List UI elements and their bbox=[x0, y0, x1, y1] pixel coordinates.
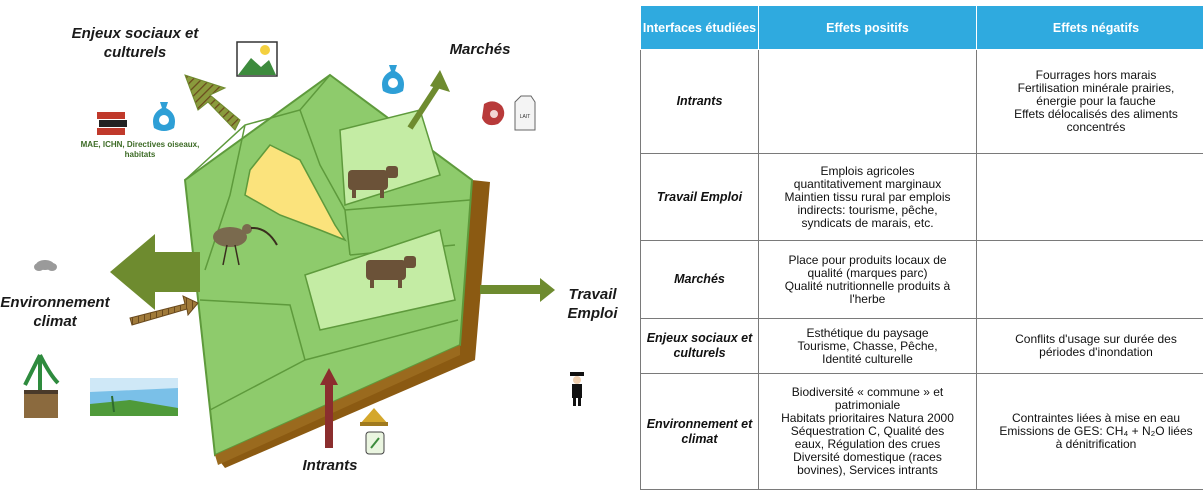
meat-icon bbox=[482, 101, 505, 126]
seed-bag-icon bbox=[365, 431, 385, 455]
effect-line: bovines), Services intrants bbox=[797, 463, 938, 477]
effect-line: Tourisme, Chasse, Pêche, bbox=[797, 338, 938, 353]
books-icon bbox=[97, 112, 127, 135]
cow-icon bbox=[348, 166, 398, 198]
effect-line: syndicats de marais, etc. bbox=[801, 215, 934, 230]
row-interface: Travail Emploi bbox=[640, 153, 759, 241]
effect-line: Effets délocalisés des aliments bbox=[1014, 107, 1178, 121]
arrow-from-environnement bbox=[129, 295, 199, 326]
row-interface: Environnement et climat bbox=[640, 373, 759, 490]
landscape-icon bbox=[236, 41, 278, 77]
effect-line: Emissions de GES: CH₄ + N₂O liées bbox=[999, 424, 1193, 438]
effect-line: Fertilisation minérale prairies, bbox=[1017, 81, 1175, 95]
soil-plant-icon bbox=[23, 354, 60, 418]
pentagon-side bbox=[215, 180, 490, 468]
header-positive: Effets positifs bbox=[758, 5, 977, 50]
diagram-canvas: LAIT bbox=[23, 41, 584, 468]
arrow-intrants bbox=[320, 368, 338, 448]
cell-negative-effects bbox=[976, 240, 1203, 319]
row-interface: Intrants bbox=[640, 49, 759, 154]
cloud-icon bbox=[34, 260, 57, 271]
policy-note: MAE, ICHN, Directives oiseaux, habitats bbox=[80, 140, 200, 159]
effect-line: Esthétique du paysage bbox=[806, 325, 929, 340]
effect-line: Maintien tissu rural par emplois bbox=[784, 189, 951, 204]
effect-line: Diversité domestique (races bbox=[793, 450, 942, 464]
cell-negative-effects bbox=[976, 153, 1203, 241]
effect-line: l'herbe bbox=[849, 291, 886, 306]
label-enjeux: Enjeux sociaux et culturels bbox=[71, 25, 199, 61]
effect-line: Qualité nutritionnelle produits à bbox=[784, 278, 951, 293]
effect-line: Biodiversité « commune » et bbox=[791, 385, 944, 399]
effect-line: énergie pour la fauche bbox=[1036, 94, 1156, 108]
label-environnement: Environnement climat bbox=[0, 294, 110, 330]
effect-line: qualité (marques parc) bbox=[807, 265, 928, 280]
yellow-parcel bbox=[244, 144, 347, 242]
label-travail: Travail Emploi bbox=[567, 286, 618, 322]
farm-interfaces-diagram: LAIT bbox=[0, 25, 618, 474]
effect-line: concentrés bbox=[1066, 120, 1126, 134]
svg-text:LAIT: LAIT bbox=[520, 114, 531, 120]
wetland-icon bbox=[90, 378, 178, 416]
effect-line: à dénitrification bbox=[1055, 437, 1137, 451]
arrow-enjeux bbox=[184, 74, 241, 131]
interfaces-table: Interfaces étudiées Effets positifs Effe… bbox=[640, 5, 1203, 490]
arrow-environnement bbox=[110, 234, 200, 310]
cell-positive-effects bbox=[758, 49, 977, 154]
effect-line: Séquestration C, Qualité des bbox=[790, 424, 945, 438]
farmer-icon bbox=[570, 372, 584, 406]
money-bag-icon bbox=[382, 65, 404, 94]
hay-icon bbox=[360, 408, 388, 426]
curlew-bird-icon bbox=[213, 224, 278, 266]
row-interface: Marchés bbox=[640, 240, 759, 319]
effect-line: indirects: tourisme, pêche, bbox=[797, 202, 938, 217]
effect-line: Conflits d'usage sur durée des bbox=[1015, 332, 1177, 346]
effect-line: quantitativement marginaux bbox=[793, 176, 942, 191]
header-negative: Effets négatifs bbox=[976, 5, 1203, 50]
arrow-marches bbox=[407, 70, 450, 130]
effect-line: Contraintes liées à mise en eau bbox=[1011, 411, 1181, 425]
effect-line: eaux, Régulation des crues bbox=[794, 437, 941, 451]
effect-line: Fourrages hors marais bbox=[1035, 68, 1157, 82]
effect-line: Emplois agricoles bbox=[820, 163, 915, 178]
arrow-travail bbox=[480, 278, 555, 302]
effect-line: Identité culturelle bbox=[822, 351, 913, 366]
cow-icon bbox=[366, 256, 416, 288]
label-marches: Marchés bbox=[449, 41, 511, 58]
effect-line: Place pour produits locaux de bbox=[788, 252, 947, 267]
label-intrants: Intrants bbox=[302, 457, 358, 474]
milk-carton-icon: LAIT bbox=[514, 95, 536, 131]
effect-line: Habitats prioritaires Natura 2000 bbox=[781, 411, 954, 425]
effect-line: patrimoniale bbox=[834, 398, 901, 412]
money-bag-icon bbox=[153, 102, 175, 131]
header-interfaces: Interfaces étudiées bbox=[640, 5, 759, 50]
effect-line: périodes d'inondation bbox=[1039, 345, 1153, 359]
row-interface: Enjeux sociaux et culturels bbox=[640, 318, 759, 374]
